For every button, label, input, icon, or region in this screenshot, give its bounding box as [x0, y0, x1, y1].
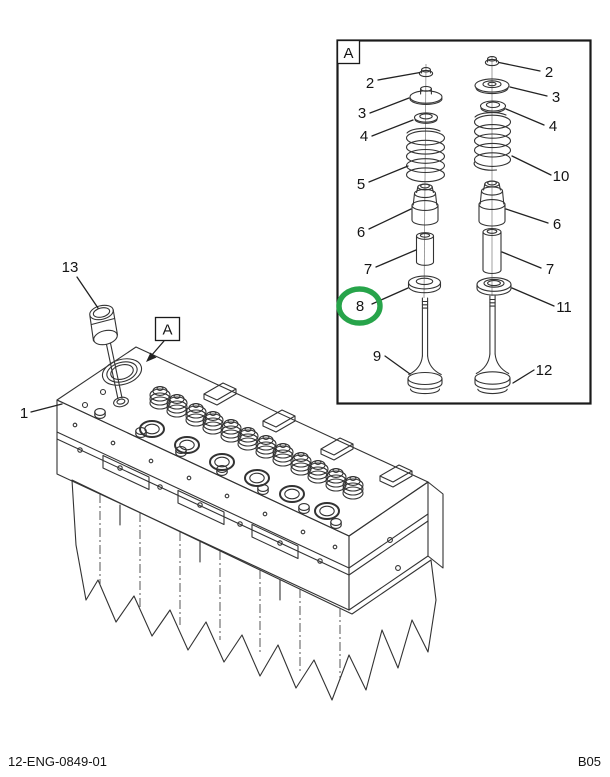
callout-12: 12 [536, 362, 553, 379]
leader-part-13 [76, 276, 99, 309]
spring-retainer-left [409, 85, 443, 105]
detail-box-frame [336, 39, 592, 405]
intake-valve [407, 297, 443, 395]
detail-box-label: A [343, 45, 353, 62]
valve-spring-right [473, 112, 512, 171]
callout-10: 10 [553, 168, 570, 185]
exhaust-valve-assembly [473, 56, 512, 395]
detail-leader-lines [368, 61, 555, 384]
callout-7-right: 7 [546, 261, 554, 278]
detail-box-a: A [336, 39, 592, 405]
callout-5: 5 [357, 176, 365, 193]
tappet [89, 304, 119, 346]
spring-retainer-right [474, 78, 510, 95]
detail-box-label-frame [336, 39, 361, 65]
valve-keeper-right [484, 56, 500, 67]
callout-9: 9 [373, 348, 381, 365]
detail-reference-a: A [146, 316, 181, 362]
footer-document-number: 12-ENG-0849-01 [8, 754, 107, 769]
callout-6-left: 6 [357, 224, 365, 241]
callout-11: 11 [556, 299, 572, 316]
callout-3-right: 3 [552, 89, 560, 106]
callout-1: 1 [20, 405, 28, 422]
callout-6-right: 6 [553, 216, 561, 233]
spring-seat-washer-right [476, 277, 512, 296]
broken-block-section [71, 479, 437, 701]
valve-seal-right [479, 100, 507, 113]
leader-part-1 [30, 403, 63, 413]
valve-bore-rings [101, 358, 143, 386]
callout-4-left: 4 [360, 128, 368, 145]
callout-7-left: 7 [364, 261, 372, 278]
cylinder-head-view: 1 13 A [20, 259, 444, 701]
valve-guide-right [482, 227, 502, 275]
valve-guide-left [415, 232, 435, 266]
valve-rotator-left [411, 183, 439, 226]
footer-page-code: B05 [578, 754, 601, 769]
spring-seat-washer-left [407, 275, 442, 294]
callout-13: 13 [62, 259, 79, 276]
highlight-circle-part-8 [336, 286, 383, 326]
valve-stem-in-head [105, 342, 129, 408]
exhaust-valve [474, 295, 511, 395]
detail-callouts: 2 3 4 5 6 7 8 9 2 3 4 10 6 7 11 12 [356, 64, 572, 379]
reference-a-label: A [162, 322, 172, 339]
callout-8: 8 [356, 298, 364, 315]
reference-a-arrowhead [146, 352, 157, 362]
valve-seal-left [413, 112, 439, 124]
reference-a-arrow-line [150, 340, 165, 357]
callout-2-left: 2 [366, 75, 374, 92]
reference-a-frame [154, 316, 181, 342]
valve-rotator-right [478, 180, 506, 227]
head-top-face-details [81, 358, 413, 529]
valve-spring-left [405, 127, 446, 183]
callout-4-right: 4 [549, 118, 557, 135]
callout-2-right: 2 [545, 64, 553, 81]
valve-keeper-left [418, 67, 434, 78]
intake-valve-assembly [405, 63, 446, 395]
callout-3-left: 3 [358, 105, 366, 122]
